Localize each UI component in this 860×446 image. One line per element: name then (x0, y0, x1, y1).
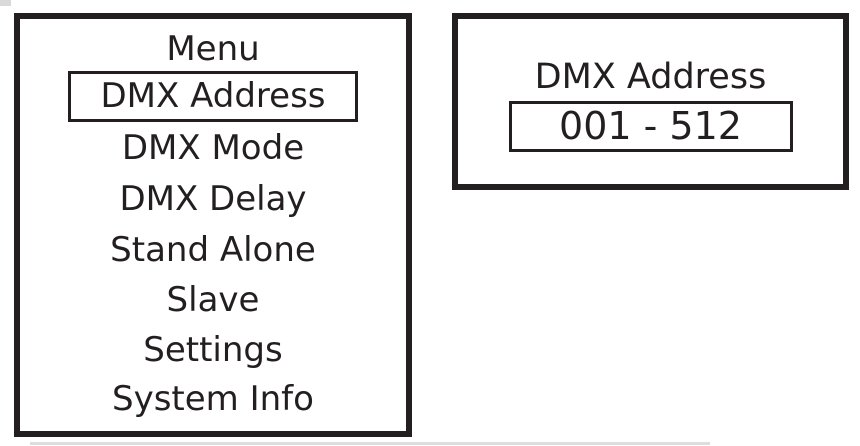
menu-item-stand-alone: Stand Alone (110, 230, 316, 270)
menu-screen-title: Menu (166, 29, 260, 69)
scan-artifact-bottom (30, 442, 710, 445)
scan-artifact-top-left (0, 0, 11, 6)
menu-item-slave: Slave (166, 280, 260, 320)
menu-item-system-info: System Info (112, 379, 314, 419)
dmx-address-screen-panel: DMX Address 001 - 512 (452, 13, 849, 190)
menu-item-settings: Settings (143, 330, 283, 370)
menu-screen-panel: Menu DMX Address DMX Mode DMX Delay Stan… (14, 13, 412, 437)
dmx-address-value-box: 001 - 512 (508, 101, 793, 152)
menu-item-dmx-delay: DMX Delay (119, 179, 307, 219)
menu-item-dmx-address: DMX Address (68, 71, 358, 122)
menu-item-dmx-mode: DMX Mode (121, 128, 305, 168)
dmx-address-screen-title: DMX Address (534, 57, 767, 97)
